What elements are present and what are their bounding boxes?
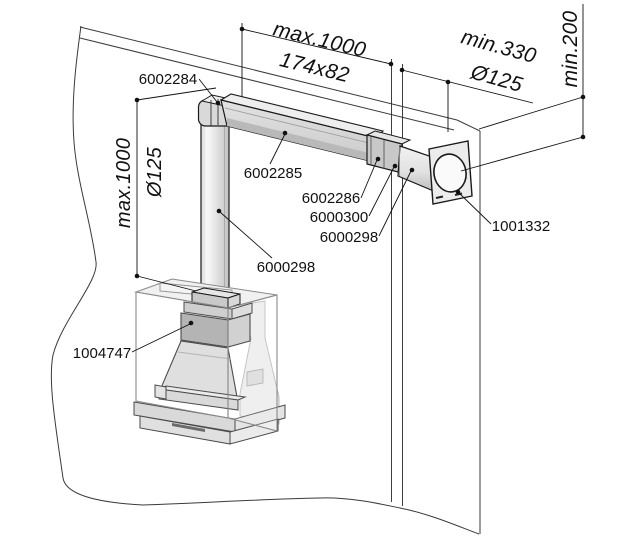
outlet-circle	[433, 153, 467, 193]
dim-riser-diameter: Ø125	[144, 146, 166, 198]
label-flat-duct-horizontal: 6002285	[244, 165, 302, 182]
leader-lines	[131, 78, 492, 353]
label-round-duct-horizontal: 6000298	[320, 229, 378, 246]
label-round-duct-vertical: 6000298	[257, 259, 315, 276]
cooker-hood-unit	[133, 278, 286, 445]
dimension-lines	[136, 4, 584, 292]
dim-outlet-length: min.330	[459, 25, 539, 68]
label-cooker-hood: 1004747	[73, 345, 131, 362]
label-telescopic-piece: 6000300	[310, 209, 368, 226]
leader-dots	[188, 100, 461, 326]
dim-top-clearance: min.200	[559, 11, 582, 88]
wall-outline	[50, 25, 481, 535]
dim-riser-length: max.1000	[113, 138, 135, 228]
round-duct-vertical	[200, 111, 230, 299]
wall-outlet-plate	[428, 140, 473, 205]
label-wall-outlet: 1001332	[492, 218, 550, 235]
wall-vertical-lines	[391, 59, 403, 506]
label-bend-piece: 6002284	[139, 71, 197, 88]
dimension-ticks	[134, 26, 586, 279]
dim-outlet-diameter: Ø125	[467, 60, 525, 96]
label-connector-piece: 6002286	[302, 190, 360, 207]
flat-duct-horizontal	[219, 93, 385, 164]
